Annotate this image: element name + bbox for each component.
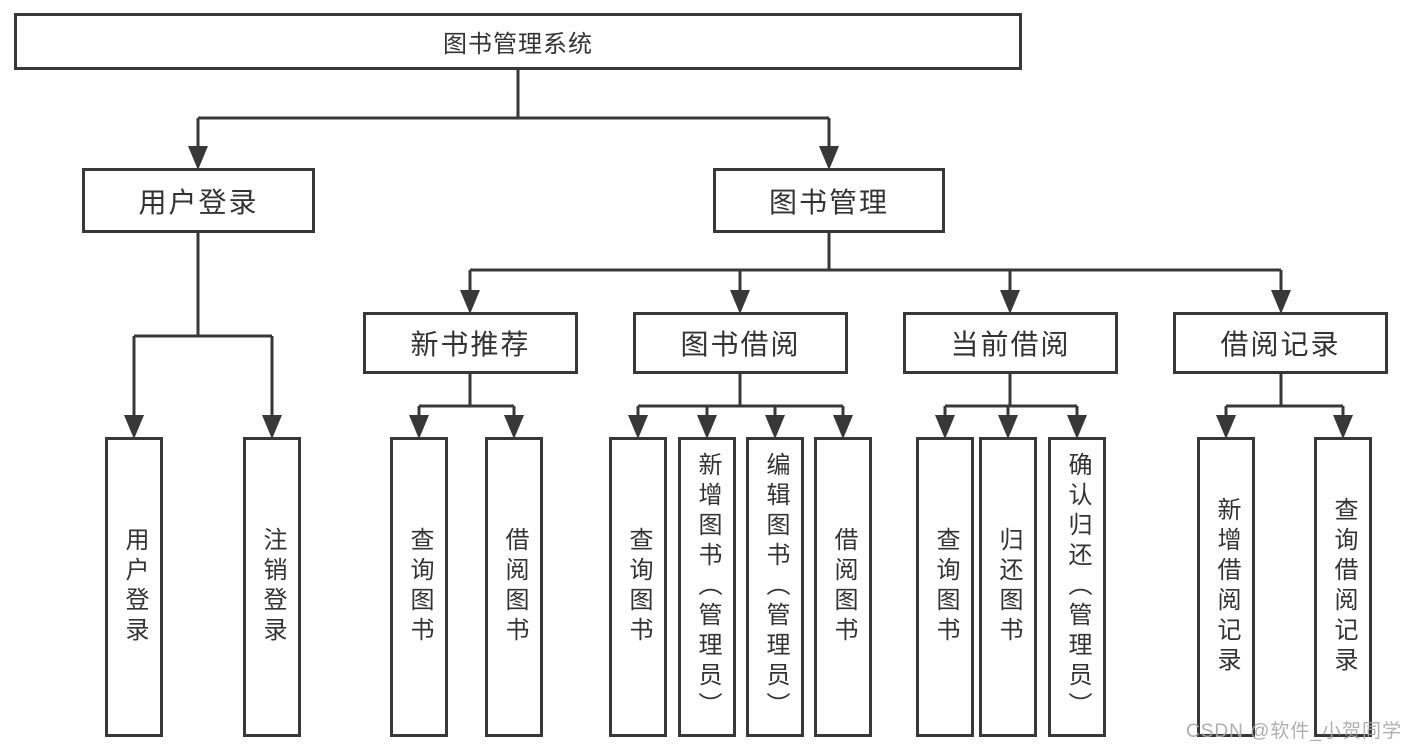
arrowhead: [819, 146, 839, 170]
leaf-newbook-borrow-books: 借阅图书: [485, 437, 543, 737]
node-root: 图书管理系统: [14, 13, 1022, 70]
arrowhead: [460, 290, 480, 314]
node-book-borrowing: 图书借阅: [633, 312, 848, 374]
arrowhead: [1271, 290, 1291, 314]
arrowhead: [730, 290, 750, 314]
edge-root-to-level2: [196, 70, 831, 150]
edge-userlogin-to-leaves: [132, 233, 274, 419]
edge-current-to-leaves: [943, 374, 1079, 419]
edge-records-to-leaves: [1224, 374, 1345, 419]
arrowhead: [262, 415, 282, 439]
arrowhead: [833, 415, 853, 439]
leaf-records-query-record: 查询借阅记录: [1314, 437, 1372, 737]
node-root-label: 图书管理系统: [443, 31, 593, 58]
node-new-book-recommend-label: 新书推荐: [410, 329, 531, 360]
edge-bookmgmt-to-level3: [468, 233, 1283, 294]
leaf-borrow-add-books-admin: 新增图书（管理员）: [678, 437, 736, 737]
arrowhead: [1067, 415, 1087, 439]
arrowhead: [124, 415, 144, 439]
arrowhead: [1216, 415, 1236, 439]
arrowhead: [504, 415, 524, 439]
node-borrowing-records: 借阅记录: [1173, 312, 1388, 374]
leaf-records-add-record: 新增借阅记录: [1197, 437, 1255, 737]
leaf-current-confirm-return-admin: 确认归还（管理员）: [1048, 437, 1106, 737]
node-user-login-label: 用户登录: [138, 186, 259, 218]
node-book-management: 图书管理: [713, 168, 945, 233]
leaf-user-login: 用户登录: [105, 437, 163, 737]
node-book-management-label: 图书管理: [768, 186, 889, 218]
arrowhead: [409, 415, 429, 439]
arrowhead: [1333, 415, 1353, 439]
arrowhead: [188, 146, 208, 170]
edge-borrowing-to-leaves: [636, 374, 845, 419]
leaf-newbook-query-books: 查询图书: [390, 437, 448, 737]
arrowhead: [1000, 290, 1020, 314]
node-user-login: 用户登录: [82, 168, 315, 233]
leaf-logout: 注销登录: [243, 437, 301, 737]
arrowhead: [628, 415, 648, 439]
node-current-borrowing-label: 当前借阅: [950, 329, 1071, 360]
arrowhead: [697, 415, 717, 439]
leaf-current-query-books: 查询图书: [916, 437, 974, 737]
node-new-book-recommend: 新书推荐: [363, 312, 578, 374]
leaf-borrow-query-books: 查询图书: [609, 437, 667, 737]
leaf-borrow-borrow-books: 借阅图书: [814, 437, 872, 737]
leaf-current-return-books: 归还图书: [979, 437, 1037, 737]
arrowhead: [765, 415, 785, 439]
edge-newbook-to-leaves: [417, 374, 516, 419]
node-borrowing-records-label: 借阅记录: [1220, 329, 1341, 360]
node-current-borrowing: 当前借阅: [903, 312, 1118, 374]
arrowhead: [998, 415, 1018, 439]
node-book-borrowing-label: 图书借阅: [680, 329, 801, 360]
leaf-borrow-edit-books-admin: 编辑图书（管理员）: [746, 437, 804, 737]
arrowhead: [935, 415, 955, 439]
watermark-text: CSDN @软件_小贺同学: [1186, 721, 1402, 742]
